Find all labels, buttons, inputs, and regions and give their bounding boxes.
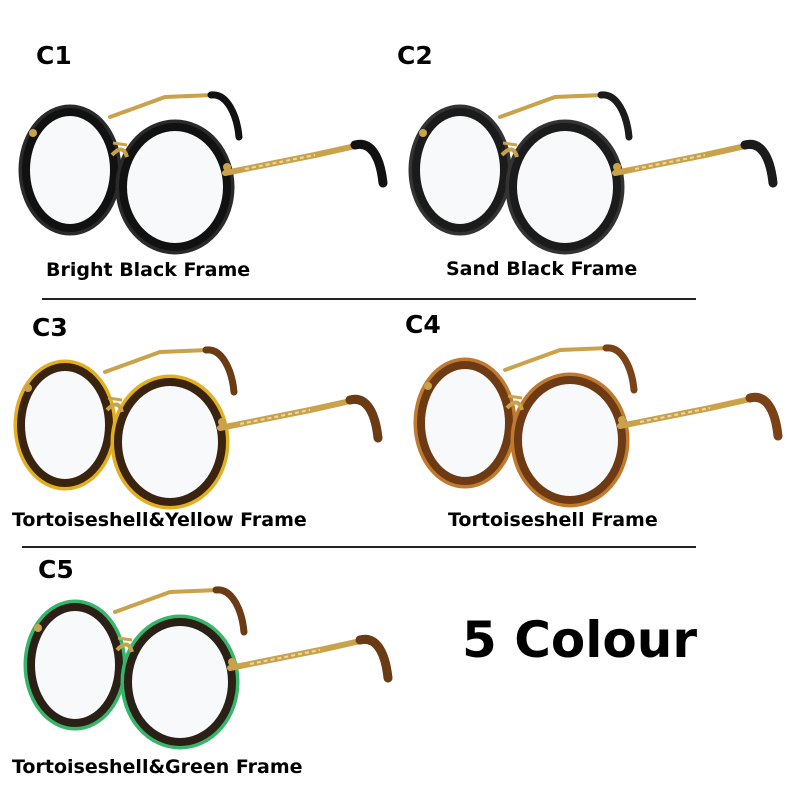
rivet-right <box>228 658 236 666</box>
temple-engraving <box>634 154 706 170</box>
rivet-left <box>419 129 427 137</box>
right-lens-frame <box>514 376 626 504</box>
top-bridge <box>107 396 123 402</box>
variant-label-c4: Tortoiseshell Frame <box>448 509 658 531</box>
bridge <box>110 147 129 158</box>
row-divider-2 <box>22 546 696 548</box>
rivet-left <box>24 384 32 392</box>
bridge <box>500 147 519 158</box>
far-temple-tip <box>207 91 243 141</box>
near-temple-tip <box>355 634 393 683</box>
variant-label-c1: Bright Black Frame <box>46 259 251 281</box>
left-lens-frame <box>27 603 123 727</box>
top-bridge <box>117 636 133 642</box>
variant-code-c3: C3 <box>32 313 68 342</box>
rivet-right <box>618 416 626 424</box>
far-temple-tip <box>202 346 238 396</box>
variant-label-c3: Tortoiseshell&Yellow Frame <box>12 509 307 531</box>
colour-count-headline: 5 Colour <box>462 611 697 669</box>
left-lens-frame <box>17 363 113 487</box>
far-temple-tip <box>602 344 638 394</box>
top-bridge <box>507 394 523 400</box>
variant-label-c5: Tortoiseshell&Green Frame <box>12 756 303 778</box>
far-temple-tip <box>212 586 248 636</box>
near-temple-tip <box>745 392 783 441</box>
far-temple <box>498 93 605 119</box>
glasses-image-c2 <box>408 91 778 255</box>
right-lens-frame <box>124 618 236 746</box>
left-lens-frame <box>22 108 118 232</box>
row-divider-1 <box>42 298 696 300</box>
left-lens-frame <box>417 361 513 485</box>
far-temple <box>503 346 610 372</box>
bridge <box>505 400 524 411</box>
near-temple-tip <box>345 394 383 443</box>
rivet-right <box>218 418 226 426</box>
top-bridge <box>112 141 128 147</box>
rivet-right <box>223 163 231 171</box>
right-lens-frame <box>509 123 621 251</box>
rivet-left <box>34 624 42 632</box>
left-lens-frame <box>412 108 508 232</box>
rivet-left <box>29 129 37 137</box>
glasses-image-c3 <box>13 346 383 510</box>
variant-label-c2: Sand Black Frame <box>446 258 638 280</box>
bridge <box>115 642 134 653</box>
glasses-image-c1 <box>18 91 388 255</box>
temple-engraving <box>244 154 316 170</box>
far-temple <box>108 93 215 119</box>
variant-code-c5: C5 <box>38 555 74 584</box>
temple-engraving <box>639 407 711 423</box>
far-temple <box>103 348 210 374</box>
rivet-left <box>424 382 432 390</box>
bridge <box>105 402 124 413</box>
rivet-right <box>613 163 621 171</box>
top-bridge <box>502 141 518 147</box>
glasses-image-c5 <box>23 586 393 750</box>
far-temple <box>113 588 220 614</box>
right-lens-frame <box>114 378 226 506</box>
right-lens-frame <box>119 123 231 251</box>
variant-code-c1: C1 <box>36 41 72 70</box>
variant-code-c2: C2 <box>397 41 433 70</box>
near-temple-tip <box>350 139 388 188</box>
temple-engraving <box>249 649 321 665</box>
glasses-image-c4 <box>413 344 783 508</box>
variant-code-c4: C4 <box>405 310 441 339</box>
far-temple-tip <box>597 91 633 141</box>
temple-engraving <box>239 409 311 425</box>
near-temple-tip <box>740 139 778 188</box>
